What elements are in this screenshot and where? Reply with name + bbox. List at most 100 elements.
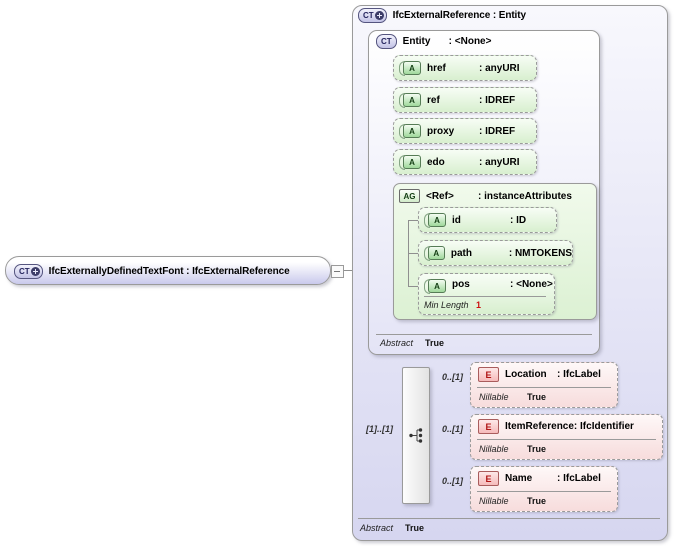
root-element-node[interactable]: CT IfcExternallyDefinedTextFont : IfcExt…: [5, 256, 331, 285]
attribute-type: : NMTOKENS: [508, 247, 572, 259]
location-cardinality: 0..[1]: [442, 372, 464, 382]
abstract-label: Abstract: [380, 338, 414, 348]
nillable-separator: [477, 387, 611, 388]
attr-notch: [399, 92, 405, 108]
attribute-type: : IDREF: [479, 125, 516, 137]
attr-notch: [424, 212, 430, 228]
attributegroup-name: <Ref>: [426, 190, 454, 202]
outer-header: CT IfcExternalReference : Entity: [358, 8, 526, 23]
facet-label: Min Length: [424, 300, 469, 310]
ag-stub-path: [408, 253, 418, 254]
attributegroup-header: AG <Ref> : instanceAttributes: [399, 189, 572, 203]
name-cardinality: 0..[1]: [442, 476, 464, 486]
attribute-name: path: [450, 247, 472, 259]
attr-notch: [424, 279, 430, 294]
entity-abstract-facet: Abstract True: [380, 338, 444, 348]
element-name: Name: [505, 473, 533, 484]
attribute-icon: A: [403, 61, 421, 75]
attr-notch: [399, 123, 405, 139]
outer-title: IfcExternalReference : Entity: [392, 10, 526, 21]
nillable-facet: Nillable True: [479, 392, 546, 402]
nillable-value: True: [527, 392, 547, 402]
ag-stub-id: [408, 220, 418, 221]
attribute-icon: A: [403, 93, 421, 107]
attr-notch: [399, 60, 405, 76]
complextype-plus-icon: CT: [14, 264, 43, 279]
attribute-icon: A: [427, 246, 445, 260]
attribute-box-proxy[interactable]: A proxy : IDREF: [393, 118, 537, 144]
attribute-type: : IDREF: [479, 94, 516, 106]
facet-value: 1: [476, 300, 482, 310]
nillable-label: Nillable: [479, 392, 509, 402]
nillable-separator: [477, 439, 656, 440]
facet-separator: [424, 296, 546, 297]
attribute-name: edo: [427, 156, 445, 168]
element-header: E ItemReference : IfcIdentifier: [478, 419, 634, 434]
element-box-itemreference[interactable]: E ItemReference : IfcIdentifier Nillable…: [470, 414, 663, 460]
plus-icon: [374, 11, 384, 20]
element-type: : IfcIdentifier: [573, 421, 634, 432]
entity-name: Entity: [402, 36, 431, 47]
attribute-box-pos[interactable]: A pos : <None>: [418, 273, 555, 315]
element-icon: E: [478, 367, 499, 382]
root-header: CT IfcExternallyDefinedTextFont : IfcExt…: [14, 264, 290, 279]
complextype-plus-icon: CT: [358, 8, 387, 23]
element-box-location[interactable]: E Location : IfcLabel Nillable True: [470, 362, 618, 408]
attribute-type: : anyURI: [479, 62, 520, 74]
element-box-name[interactable]: E Name : IfcLabel Nillable True: [470, 466, 618, 512]
attribute-name: href: [427, 62, 446, 74]
element-header: E Name : IfcLabel: [478, 471, 601, 486]
nillable-value: True: [527, 444, 547, 454]
nillable-value: True: [527, 496, 547, 506]
element-type: : IfcLabel: [557, 369, 601, 380]
complextype-icon: CT: [376, 34, 397, 49]
attribute-name: id: [452, 214, 461, 226]
outer-abstract-separator: [358, 518, 660, 519]
minlength-facet: Min Length 1: [424, 300, 481, 310]
attribute-name: ref: [427, 94, 440, 106]
entity-type: : <None>: [448, 36, 492, 47]
attribute-icon: A: [403, 155, 421, 169]
attributegroup-icon: AG: [399, 189, 420, 203]
element-name: Location: [505, 369, 547, 380]
entity-abstract-separator: [376, 334, 592, 335]
root-title: IfcExternallyDefinedTextFont : IfcExtern…: [48, 266, 290, 277]
attr-notch: [399, 154, 405, 170]
element-icon: E: [478, 419, 499, 434]
attribute-type: : anyURI: [479, 156, 520, 168]
abstract-value: True: [405, 523, 425, 533]
element-type: : IfcLabel: [557, 473, 601, 484]
nillable-facet: Nillable True: [479, 444, 546, 454]
outer-abstract-facet: Abstract True: [360, 523, 424, 533]
attribute-name: proxy: [427, 125, 455, 137]
entity-header: CT Entity : <None>: [376, 34, 491, 49]
attribute-box-path[interactable]: A path : NMTOKENS: [418, 240, 573, 266]
element-header: E Location : IfcLabel: [478, 367, 601, 382]
collapse-toggle[interactable]: [331, 265, 344, 278]
nillable-separator: [477, 491, 611, 492]
attributegroup-type: : instanceAttributes: [478, 190, 572, 202]
sequence-compositor-icon: [408, 428, 422, 443]
attribute-type: : <None>: [510, 279, 553, 290]
attribute-icon: A: [428, 213, 446, 227]
element-icon: E: [478, 471, 499, 486]
attribute-type: : ID: [510, 214, 527, 226]
attribute-icon: A: [403, 124, 421, 138]
nillable-facet: Nillable True: [479, 496, 546, 506]
attribute-box-href[interactable]: A href : anyURI: [393, 55, 537, 81]
attribute-icon: A: [428, 279, 446, 293]
attr-notch: [424, 245, 430, 261]
nillable-label: Nillable: [479, 444, 509, 454]
plus-icon: [30, 267, 40, 276]
abstract-value: True: [425, 338, 445, 348]
nillable-label: Nillable: [479, 496, 509, 506]
ag-stub-pos: [408, 286, 418, 287]
sequence-compositor[interactable]: [402, 367, 430, 504]
element-name: ItemReference: [505, 421, 574, 432]
attribute-box-edo[interactable]: A edo : anyURI: [393, 149, 537, 175]
attribute-box-ref[interactable]: A ref : IDREF: [393, 87, 537, 113]
abstract-label: Abstract: [360, 523, 394, 533]
sequence-cardinality: [1]..[1]: [366, 424, 393, 434]
attribute-box-id[interactable]: A id : ID: [418, 207, 557, 233]
